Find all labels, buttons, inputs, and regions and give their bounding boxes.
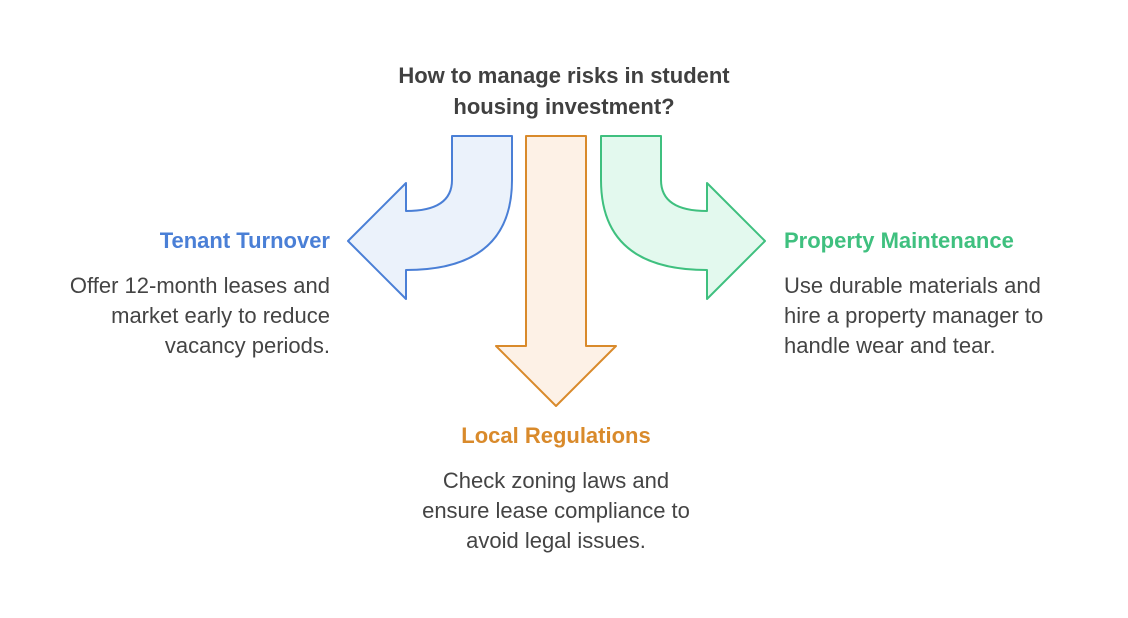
description-line: hire a property manager to [784, 303, 1044, 328]
property-maintenance-description: Use durable materials and hire a propert… [784, 271, 1043, 361]
description-line: handle wear and tear. [784, 333, 996, 358]
description-line: Offer 12-month leases and [69, 273, 330, 298]
diagram-title: How to manage risks in student housing i… [0, 60, 1128, 122]
tenant-turnover-heading: Tenant Turnover [159, 228, 330, 253]
title-line-2: housing investment? [453, 94, 675, 119]
right-curved-arrow [600, 135, 766, 300]
tenant-turnover-description: Offer 12-month leases and market early t… [70, 271, 330, 361]
description-line: market early to reduce [111, 303, 330, 328]
title-line-1: How to manage risks in student [398, 63, 730, 88]
left-curved-arrow [347, 135, 513, 300]
local-regulations-heading: Local Regulations [461, 423, 651, 448]
description-line: ensure lease compliance to [422, 498, 690, 523]
description-line: Use durable materials and [784, 273, 1041, 298]
description-line: vacancy periods. [164, 333, 330, 358]
description-line: avoid legal issues. [466, 528, 646, 553]
property-maintenance-heading: Property Maintenance [784, 228, 1014, 253]
center-down-arrow [495, 135, 617, 407]
local-regulations-description: Check zoning laws and ensure lease compl… [0, 466, 1112, 556]
description-line: Check zoning laws and [442, 468, 670, 493]
